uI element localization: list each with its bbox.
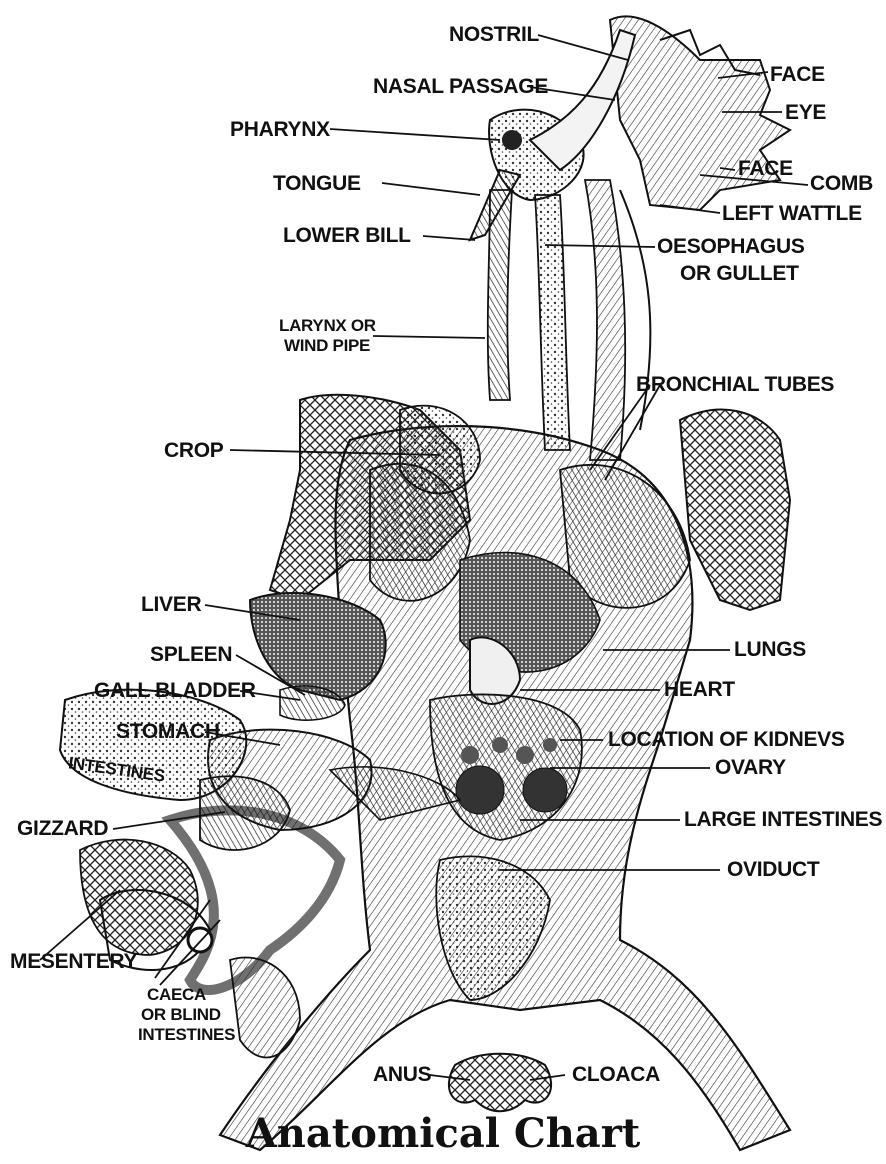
label-tongue: TONGUE [273, 173, 361, 195]
label-nasal-passage: NASAL PASSAGE [373, 76, 548, 98]
label-face-top: FACE [770, 64, 825, 86]
label-crop: CROP [164, 440, 223, 462]
label-liver: LIVER [141, 594, 201, 616]
label-lungs: LUNGS [734, 639, 806, 661]
label-or-blind: OR BLIND [141, 1005, 221, 1024]
label-left-wattle: LEFT WATTLE [722, 203, 862, 225]
chart-title: Anatomical Chart [0, 1110, 886, 1157]
label-kidneys: LOCATION OF KIDNEVS [608, 729, 845, 751]
label-larynx: LARYNX OR [279, 316, 376, 335]
label-pharynx: PHARYNX [230, 119, 330, 141]
label-intestines-lower: INTESTINES [138, 1025, 235, 1044]
label-oviduct: OVIDUCT [727, 859, 819, 881]
label-face-mid: FACE [738, 158, 793, 180]
label-lower-bill: LOWER BILL [283, 225, 411, 247]
label-bronchial-tubes: BRONCHIAL TUBES [636, 374, 834, 396]
label-caeca: CAECA [147, 985, 206, 1004]
label-wind-pipe: WIND PIPE [284, 336, 370, 355]
label-ovary: OVARY [715, 757, 786, 779]
label-cloaca: CLOACA [572, 1064, 660, 1086]
label-heart: HEART [664, 679, 735, 701]
label-gall-bladder: GALL BLADDER [94, 680, 256, 702]
label-nostril: NOSTRIL [449, 24, 539, 46]
label-anus: ANUS [373, 1064, 431, 1086]
label-stomach: STOMACH [116, 721, 220, 743]
label-spleen: SPLEEN [150, 644, 232, 666]
label-or-gullet: OR GULLET [680, 263, 799, 285]
label-gizzard: GIZZARD [17, 818, 108, 840]
label-large-intestines: LARGE INTESTINES [684, 809, 882, 831]
label-mesentery: MESENTERY [10, 951, 137, 973]
label-eye: EYE [785, 102, 826, 124]
label-comb: COMB [810, 173, 873, 195]
label-oesophagus: OESOPHAGUS [657, 236, 805, 258]
